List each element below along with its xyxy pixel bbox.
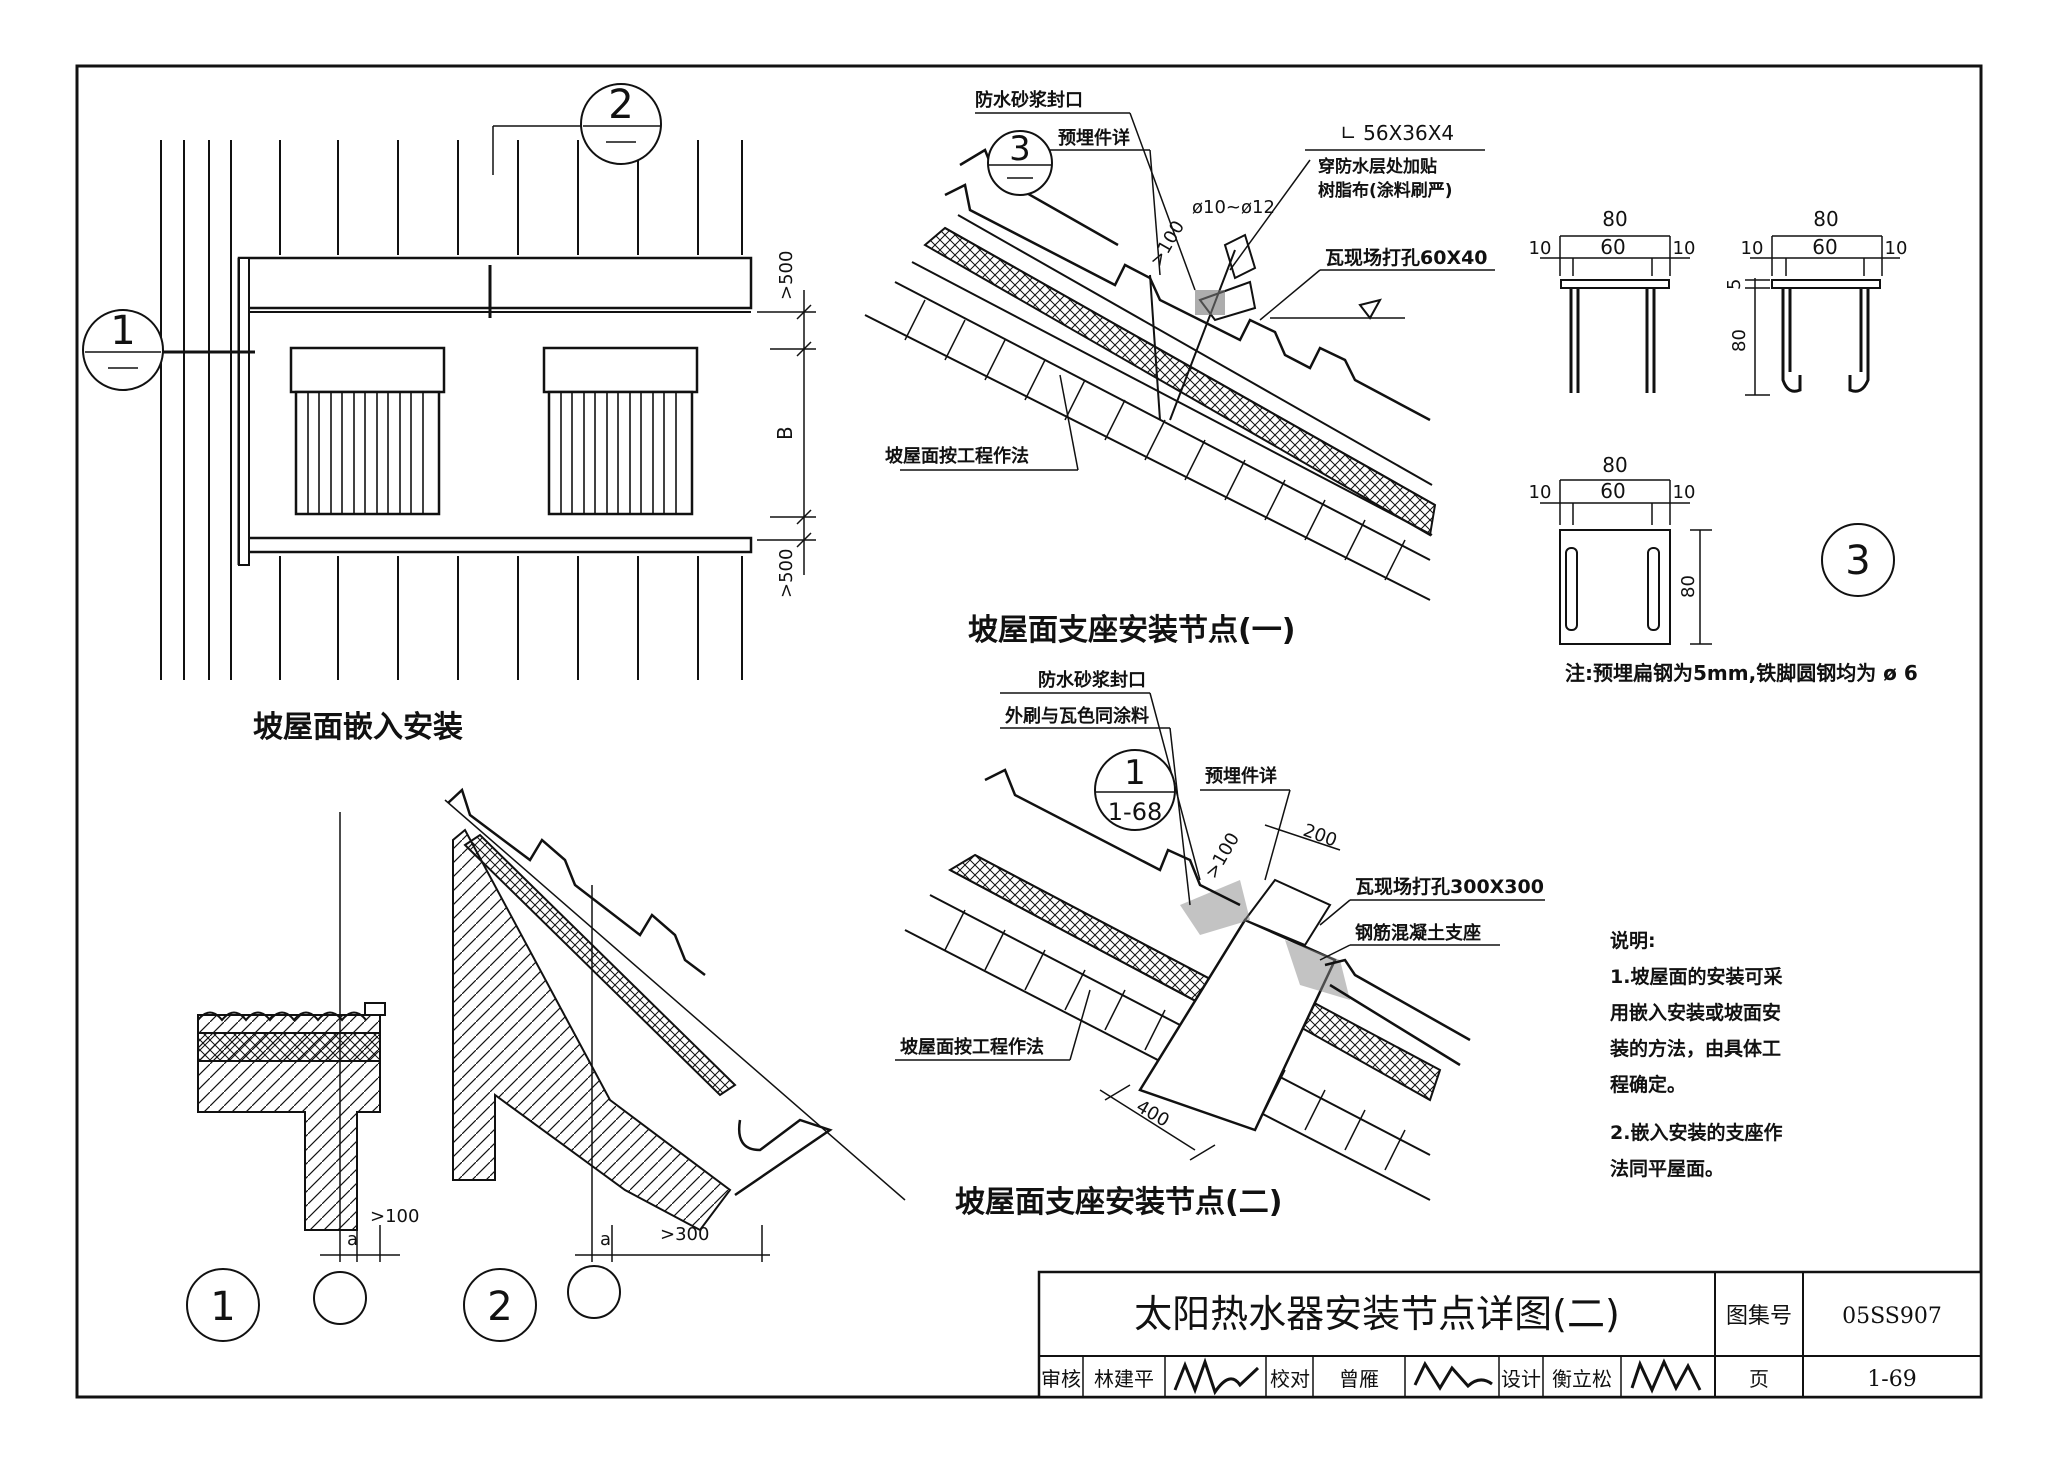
label-details12-label_a: a [600,1229,611,1250]
notes-line-6: 法同平屋面。 [1610,1157,1724,1180]
collector-right [542,346,699,516]
checker-signature [1413,1360,1493,1391]
detail3-callout: 3 [1821,523,1895,597]
label-detail3-d60: 60 [1812,235,1837,259]
notes-line-2: 用嵌入安装或坡面安 [1610,1001,1781,1024]
plan-view: 1 2 >500 B >500 坡屋面嵌入安装 [82,82,816,745]
label-details12-label_100: >100 [370,1206,419,1227]
label-detail3-d80: 80 [1729,329,1750,352]
label-title_block-check: 校对 [1270,1367,1310,1391]
node1-label-resin-2: 树脂布(涂料刷严) [1318,180,1453,201]
page-number: 1-69 [1867,1367,1916,1392]
label-detail3-d80: 80 [1813,207,1838,231]
collector-left [289,346,446,516]
node2-callout: 1 1-68 [1094,749,1176,831]
section-callout-2: 2 [580,82,662,165]
label-detail3-d80: 80 [1602,453,1627,477]
node1-label-bar: ø10~ø12 [1192,197,1275,218]
node1-label-embed: 预埋件详 [1058,127,1130,149]
detail1: a >100 1 [186,812,419,1342]
dim-mid: B [773,426,797,440]
label-detail3-d10: 10 [1741,238,1764,259]
node1-label-angle: ∟ 56X36X4 [1340,121,1454,145]
plan-title: 坡屋面嵌入安装 [253,710,463,745]
label-title_block-review: 审核 [1041,1367,1081,1391]
label-title_block-checker: 曾雁 [1339,1367,1379,1391]
label-top_left-callout_1: 1 [110,308,135,354]
label-detail3-d10: 10 [1885,238,1908,259]
dim-top: >500 [776,251,797,300]
label-title_block-reviewer: 林建平 [1094,1367,1154,1391]
section-callout-1: 1 [82,308,164,391]
node2-label-200: 200 [1300,820,1339,851]
title-block-title: 太阳热水器安装节点详图(二) [1134,1292,1620,1336]
node1-section: 3 防水砂浆封口 预埋件详 ∟ 56X36X4 穿防水层处加贴 树脂布(涂料刷严… [864,89,1495,648]
reviewer-signature [1173,1357,1260,1396]
node2-label-400: 400 [1133,1096,1173,1131]
label-detail3-d10: 10 [1673,238,1696,259]
detail1-callout: 1 [186,1268,260,1342]
label-node2-callout_ref: 1-68 [1108,798,1162,826]
notes-heading: 说明: [1610,929,1656,952]
node1-label-hole: 瓦现场打孔60X40 [1325,246,1488,269]
notes-line-1: 1.坡屋面的安装可采 [1610,965,1782,988]
node2-section: 1 1-68 防水砂浆封口 外刷与瓦色同涂料 预埋件详 200 >100 瓦现场… [895,669,1545,1220]
node2-label-mortar: 防水砂浆封口 [1038,669,1146,691]
node2-label-embed: 预埋件详 [1205,765,1277,787]
node1-title: 坡屋面支座安装节点(一) [968,613,1295,648]
title-block: 太阳热水器安装节点详图(二) 图集号 05SS907 审核 林建平 校对 曾雁 … [1037,1270,1983,1399]
node2-label-100: >100 [1201,829,1244,882]
notes: 说明: 1.坡屋面的安装可采 用嵌入安装或坡面安 装的方法，由具体工 程确定。 … [1609,929,1782,1180]
node2-label-paint: 外刷与瓦色同涂料 [1005,705,1149,727]
notes-line-4: 程确定。 [1610,1073,1686,1096]
label-details12-label_300: >300 [660,1224,709,1245]
label-detail3-d10: 10 [1529,482,1552,503]
label-title_block-design: 设计 [1501,1367,1541,1391]
label-details12-callout_1: 1 [210,1284,235,1330]
designer-signature [1630,1358,1702,1394]
label-detail3-d10: 10 [1529,238,1552,259]
label-detail3-callout: 3 [1845,538,1870,584]
node2-label-hole: 瓦现场打孔300X300 [1355,875,1544,898]
node1-label-roof: 坡屋面按工程作法 [885,445,1029,467]
node1-label-mortar: 防水砂浆封口 [975,89,1083,111]
notes-line-3: 装的方法，由具体工 [1609,1037,1781,1060]
detail2: a >300 2 [444,787,906,1342]
label-detail3-d80: 80 [1602,207,1627,231]
node2-title: 坡屋面支座安装节点(二) [955,1185,1282,1220]
label-top_left-callout_2: 2 [608,82,633,128]
detail3: 80 60 10 10 80 60 10 10 5 80 80 60 10 10… [1529,207,1918,685]
atlas-number: 05SS907 [1842,1304,1942,1329]
label-detail3-d10: 10 [1673,482,1696,503]
dimension-chain [757,290,816,575]
label-title_block-page_label: 页 [1749,1367,1769,1391]
atlas-label: 图集号 [1726,1304,1792,1329]
label-details12-callout_2: 2 [487,1284,512,1330]
label-detail3-d5: 5 [1724,279,1745,290]
notes-line-5: 2.嵌入安装的支座作 [1610,1121,1782,1144]
dim-bottom: >500 [776,549,797,598]
label-detail3-d80: 80 [1678,575,1699,598]
node1-label-100: >100 [1146,217,1189,270]
label-details12-label_a: a [347,1229,358,1250]
node1-callout-3: 3 [987,129,1053,196]
detail3-note: 注:预埋扁钢为5mm,铁脚圆钢均为 ø 6 [1565,661,1918,685]
label-detail3-d60: 60 [1600,235,1625,259]
label-node2-callout_num: 1 [1124,753,1146,793]
sheet-border [75,64,1983,1399]
node2-label-roof: 坡屋面按工程作法 [900,1036,1044,1058]
node2-label-base: 钢筋混凝土支座 [1355,922,1481,944]
label-detail3-d60: 60 [1600,479,1625,503]
detail2-callout: 2 [463,1268,537,1342]
label-node1-callout_3: 3 [1009,129,1031,169]
node1-label-resin-1: 穿防水层处加贴 [1318,156,1437,177]
label-title_block-designer: 衡立松 [1552,1367,1612,1391]
